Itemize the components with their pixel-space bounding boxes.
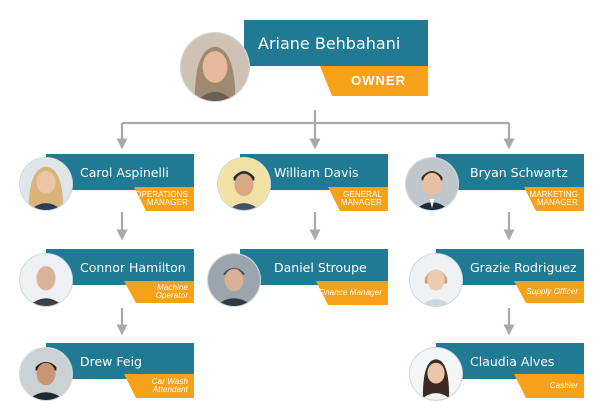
carol-role: OPERATIONS MANAGER bbox=[134, 187, 194, 211]
william-avatar bbox=[218, 158, 270, 210]
drew-role: Car Wash Attendant bbox=[124, 374, 194, 398]
grazie-role: Supply Officer bbox=[514, 281, 584, 303]
owner-name: Ariane Behbahani bbox=[244, 20, 428, 66]
bryan-name: Bryan Schwartz bbox=[436, 154, 584, 190]
drew-avatar bbox=[20, 348, 72, 400]
bryan-role: MARKETING MANAGER bbox=[524, 187, 584, 211]
connor-role: Machine Operator bbox=[124, 281, 194, 303]
owner-role: OWNER bbox=[320, 66, 428, 96]
claudia-avatar bbox=[410, 348, 462, 400]
daniel-name: Daniel Stroupe bbox=[240, 249, 388, 285]
claudia-role: Cashier bbox=[514, 374, 584, 398]
connor-avatar bbox=[20, 254, 72, 306]
bryan-avatar bbox=[406, 158, 458, 210]
william-role: GENERAL MANAGER bbox=[328, 187, 388, 211]
daniel-avatar bbox=[208, 254, 260, 306]
carol-avatar bbox=[20, 158, 72, 210]
daniel-role: Finance Manager bbox=[316, 281, 388, 305]
owner-avatar bbox=[181, 33, 249, 101]
grazie-avatar bbox=[410, 254, 462, 306]
